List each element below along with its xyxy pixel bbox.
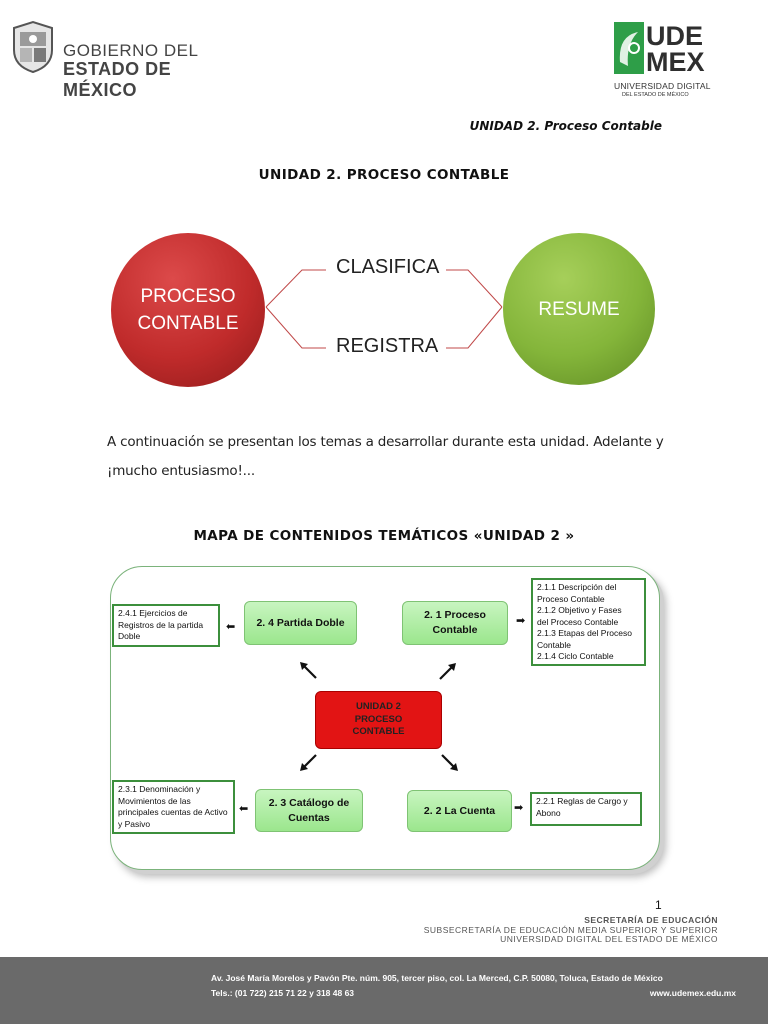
sub-2-4-line: Registros de la partida xyxy=(118,619,204,630)
page-number: 1 xyxy=(655,898,662,912)
udemex-mark-icon xyxy=(614,22,644,74)
sub-2-2-line: Abono xyxy=(536,807,561,818)
sub-2-3-line: principales cuentas de Activo xyxy=(118,807,228,817)
arrow-left-icon: ⬅ xyxy=(239,803,249,815)
topic-2-3: 2. 3 Catálogo de Cuentas xyxy=(255,789,363,832)
sub-2-1-line: 2.1.3 Etapas del Proceso xyxy=(537,628,632,638)
page-title: UNIDAD 2. PROCESO CONTABLE xyxy=(258,167,510,183)
sub-2-1-box: 2.1.1 Descripción del Proceso Contable 2… xyxy=(531,578,646,666)
sub-2-1-line: del Proceso Contable xyxy=(537,616,619,627)
sub-2-2-line: 2.2.1 Reglas de Cargo y xyxy=(536,796,628,806)
topic-2-1: 2. 1 Proceso Contable xyxy=(402,601,508,645)
resume-circle: RESUME xyxy=(503,233,655,385)
arrow-left-icon: ⬅ xyxy=(226,621,236,633)
secretaria-line3: UNIVERSIDAD DIGITAL DEL ESTADO DE MÉXICO xyxy=(500,934,718,944)
sub-2-1-line: Contable xyxy=(537,639,572,650)
unidad-center-box: UNIDAD 2 PROCESO CONTABLE xyxy=(315,691,442,749)
secretaria-line2: SUBSECRETARÍA DE EDUCACIÓN MEDIA SUPERIO… xyxy=(423,925,718,935)
secretaria-line1: SECRETARÍA DE EDUCACIÓN xyxy=(584,915,718,925)
udemex-logo: UDE MEX UNIVERSIDAD DIGITAL DEL ESTADO D… xyxy=(614,20,710,100)
sub-2-3-line: y Pasivo xyxy=(118,818,151,829)
intro-paragraph: A continuación se presentan los temas a … xyxy=(107,434,664,479)
udemex-word1: UDE xyxy=(646,21,704,51)
clasifica-label: CLASIFICA xyxy=(336,256,440,278)
arrow-down-left-icon xyxy=(300,754,317,771)
sub-2-4-box: 2.4.1 Ejercicios de Registros de la part… xyxy=(112,604,220,647)
sub-2-1-line: 2.1.1 Descripción del xyxy=(537,582,617,592)
footer-phone: Tels.: (01 722) 215 71 22 y 318 48 63 xyxy=(211,988,355,998)
sub-2-4-line: Doble xyxy=(118,631,141,641)
gov-title-line2: ESTADO DE MÉXICO xyxy=(63,59,172,100)
sub-2-1-line: 2.1.4 Ciclo Contable xyxy=(537,651,614,661)
running-head: UNIDAD 2. Proceso Contable xyxy=(469,119,662,133)
sub-2-3-box: 2.3.1 Denominación y Movimientos de las … xyxy=(112,780,235,834)
center-line3: CONTABLE xyxy=(352,726,405,738)
coat-of-arms-icon xyxy=(13,20,53,74)
arrow-up-left-icon xyxy=(300,662,317,679)
sub-2-2-box: 2.2.1 Reglas de Cargo y Abono xyxy=(530,792,642,826)
arrow-right-icon: ➡ xyxy=(514,802,524,814)
diagram-connectors xyxy=(265,269,503,349)
sub-2-3-line: 2.3.1 Denominación y xyxy=(118,784,201,794)
sub-2-1-line: Proceso Contable xyxy=(537,593,605,604)
gov-title-line1: GOBIERNO DEL xyxy=(63,41,199,60)
resume-label: RESUME xyxy=(538,298,620,320)
footer-bar: Av. José María Morelos y Pavón Pte. núm.… xyxy=(0,957,768,1024)
sub-2-4-line: 2.4.1 Ejercicios de xyxy=(118,608,188,618)
topic-2-1-label: 2. 1 Proceso Contable xyxy=(424,609,486,636)
arrow-right-icon: ➡ xyxy=(516,615,526,627)
topic-2-4: 2. 4 Partida Doble xyxy=(244,601,357,645)
center-line1: UNIDAD 2 xyxy=(356,701,401,713)
udemex-word2: MEX xyxy=(646,47,705,77)
proceso-contable-label: PROCESO CONTABLE xyxy=(137,286,239,334)
gobierno-logo: GOBIERNO DEL ESTADO DE MÉXICO xyxy=(10,20,230,100)
udemex-subtitle1: UNIVERSIDAD DIGITAL xyxy=(614,81,711,91)
topic-2-3-label: 2. 3 Catálogo de Cuentas xyxy=(268,796,350,824)
footer-address: Av. José María Morelos y Pavón Pte. núm.… xyxy=(211,973,663,983)
arrow-down-right-icon xyxy=(441,754,458,771)
map-title: MAPA DE CONTENIDOS TEMÁTICOS «UNIDAD 2 » xyxy=(193,528,575,544)
sub-2-1-line: 2.1.2 Objetivo y Fases xyxy=(537,605,622,615)
proceso-contable-circle: PROCESO CONTABLE xyxy=(111,233,265,387)
arrow-up-right-icon xyxy=(439,663,456,680)
topic-2-2-label: 2. 2 La Cuenta xyxy=(423,804,496,817)
topic-2-2: 2. 2 La Cuenta xyxy=(407,790,512,832)
center-line2: PROCESO xyxy=(354,713,403,725)
topic-2-4-label: 2. 4 Partida Doble xyxy=(256,616,345,629)
footer-website-link[interactable]: www.udemex.edu.mx xyxy=(649,988,736,998)
sub-2-3-line: Movimientos de las xyxy=(118,795,191,806)
udemex-subtitle2: DEL ESTADO DE MÉXICO xyxy=(622,92,689,98)
registra-label: REGISTRA xyxy=(336,335,439,357)
